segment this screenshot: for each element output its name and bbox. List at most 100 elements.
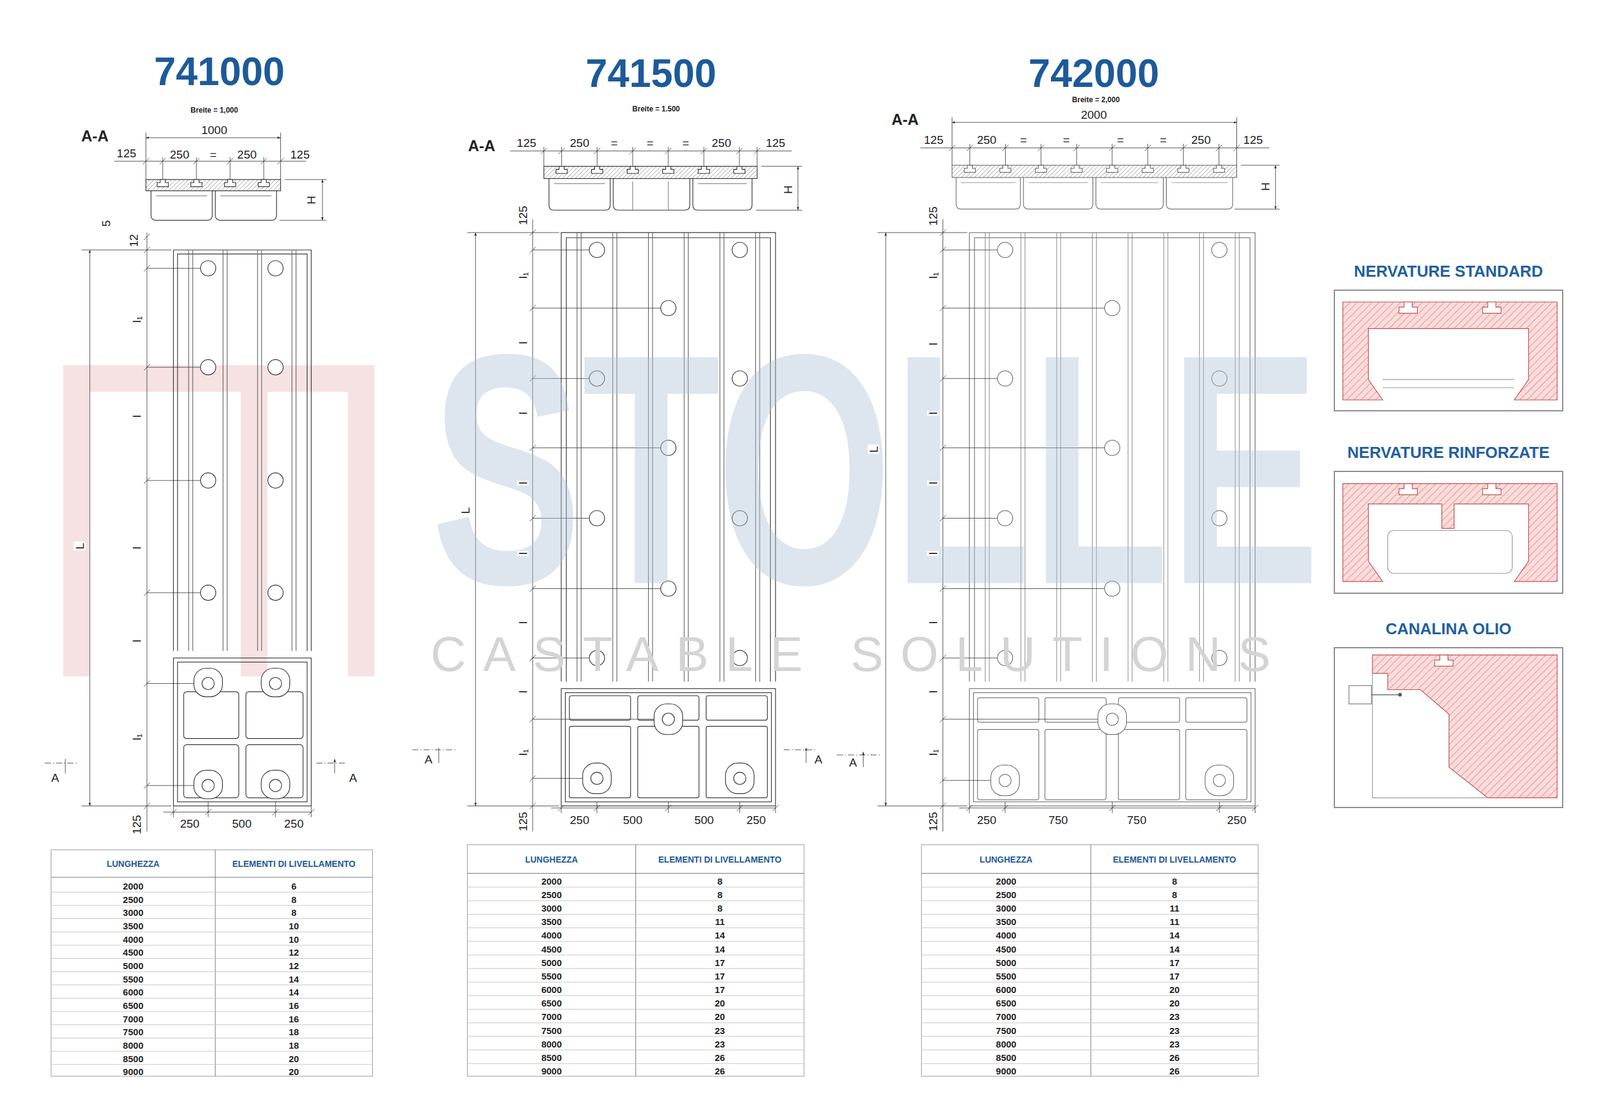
- plate-drawing-742000: [1142, 165, 1154, 173]
- plate-drawing-742000: [1071, 165, 1083, 173]
- rib-section-detail: [1349, 685, 1372, 704]
- table-cell: 26: [1167, 1066, 1181, 1076]
- table-grid: [921, 844, 1258, 1077]
- dimension-text: 250: [568, 813, 591, 826]
- dimension-text: 250: [744, 813, 767, 826]
- section-marker: A-A: [889, 112, 920, 128]
- dimension-text: 500: [621, 813, 644, 826]
- dimension-text: l: [926, 341, 939, 347]
- table-cell: 3000: [121, 907, 145, 917]
- dimension-text: 250: [975, 134, 998, 146]
- plate-drawing-742000: [964, 165, 1225, 173]
- width-note: Breite = 2,000: [1071, 96, 1122, 104]
- table-cell: 23: [713, 1038, 727, 1048]
- section-marker: A-A: [80, 127, 110, 144]
- plate-drawing-741000: [65, 758, 335, 774]
- plate-drawing-741500: [654, 703, 684, 735]
- plate-drawing-741500: [698, 166, 710, 174]
- table-cell: 14: [713, 943, 727, 954]
- plate-drawing-742000: [1118, 728, 1180, 800]
- dimension-text: l: [926, 689, 939, 695]
- table-header: ELEMENTI DI LIVELLAMENTO: [1111, 855, 1238, 864]
- dimension-text: A: [347, 771, 359, 784]
- table-cell: 4000: [539, 930, 563, 940]
- plate-drawing-741000: [269, 779, 282, 792]
- table-cell: 9000: [121, 1066, 145, 1077]
- dimension-text: l: [516, 550, 529, 556]
- table-cell: 4500: [539, 943, 563, 954]
- table-cell: 4000: [121, 934, 145, 944]
- plate-drawing-741500: [582, 703, 755, 794]
- rib-section-detail: [1399, 483, 1502, 495]
- table-cell: 11: [1168, 903, 1181, 913]
- plate-drawing-742000: [990, 703, 1234, 796]
- table-grid: [50, 849, 373, 1077]
- plate-drawing-742000: [964, 165, 976, 173]
- dimension-text: l: [516, 479, 529, 485]
- plate-drawing-742000: [1098, 703, 1127, 735]
- plate-drawing-741500: [565, 692, 772, 802]
- table-cell: 8500: [994, 1052, 1018, 1062]
- table-cell: 6000: [994, 984, 1018, 995]
- watermark: CASTABLE SOLUTIONS: [429, 629, 1290, 679]
- dimension-text: =: [1019, 134, 1029, 146]
- dimension-text: 125: [764, 137, 787, 149]
- plate-drawing-741500: [755, 166, 802, 211]
- dimension-text: A: [423, 753, 434, 766]
- dimension-text: =: [1061, 134, 1072, 146]
- dimension-text: l: [926, 620, 939, 625]
- table-cell: 23: [1167, 1011, 1181, 1021]
- table-cell: 3500: [539, 916, 563, 927]
- plate-drawing-741000: [321, 179, 323, 221]
- table-header: LUNGHEZZA: [978, 855, 1034, 864]
- plate-drawing-741000: [114, 160, 307, 162]
- table-cell: 16: [287, 1000, 301, 1010]
- plate-drawing-741500: [510, 146, 803, 210]
- plate-drawing-742000: [956, 177, 1233, 210]
- rib-section-detail: [1398, 692, 1402, 697]
- table-cell: 16: [287, 1013, 301, 1023]
- table-header: LUNGHEZZA: [105, 859, 161, 868]
- dimension-text: l₁: [926, 747, 939, 757]
- rib-section-detail: [1371, 694, 1401, 695]
- plate-drawing-742000: [1177, 165, 1189, 173]
- plate-drawing-741500: [553, 181, 747, 211]
- table-cell: 4000: [994, 930, 1018, 940]
- rib-section-detail: [1482, 483, 1501, 495]
- table-grid: [50, 844, 1258, 1077]
- plate-drawing-741500: [589, 242, 605, 258]
- plate-drawing-741500: [591, 166, 603, 174]
- plate-drawing-741500: [733, 166, 745, 174]
- dimension-text: l: [516, 689, 529, 695]
- table-cell: 2000: [539, 875, 563, 886]
- plate-drawing-741500: [569, 725, 631, 798]
- plate-drawing-741000: [156, 195, 272, 196]
- plate-drawing-742000: [997, 242, 1014, 258]
- plate-drawing-742000: [1234, 165, 1280, 210]
- plate-drawing-742000: [1035, 165, 1047, 173]
- plate-drawing-741500: [544, 166, 758, 179]
- plate-drawing-741000: [183, 691, 239, 739]
- detail-panel: CANALINA OLIO: [1333, 646, 1564, 808]
- plate-drawing-742000: [977, 697, 1039, 723]
- dimension-text: 750: [1125, 813, 1148, 826]
- plate-drawing-741000: [268, 585, 284, 601]
- table-cell: 10: [287, 921, 301, 931]
- rib-section-detail: [1387, 530, 1512, 574]
- plate-drawing-741000: [81, 249, 172, 806]
- plate-drawing-742000: [977, 728, 1039, 800]
- dimension-text: 500: [230, 817, 253, 830]
- dimension-text: L: [459, 505, 472, 515]
- dimension-text: 250: [710, 137, 733, 149]
- table-cell: 4500: [121, 947, 145, 957]
- table-grid: [50, 849, 373, 1077]
- plate-drawing-741000: [170, 808, 315, 815]
- plate-drawing-742000: [969, 143, 1219, 166]
- plate-drawing-742000: [1213, 165, 1225, 173]
- table-cell: 3000: [539, 903, 563, 913]
- plate-drawing-741000: [173, 801, 311, 818]
- table-cell: 8: [1170, 875, 1179, 886]
- rib-section-detail: [1482, 301, 1501, 313]
- table-cell: 23: [713, 1025, 727, 1035]
